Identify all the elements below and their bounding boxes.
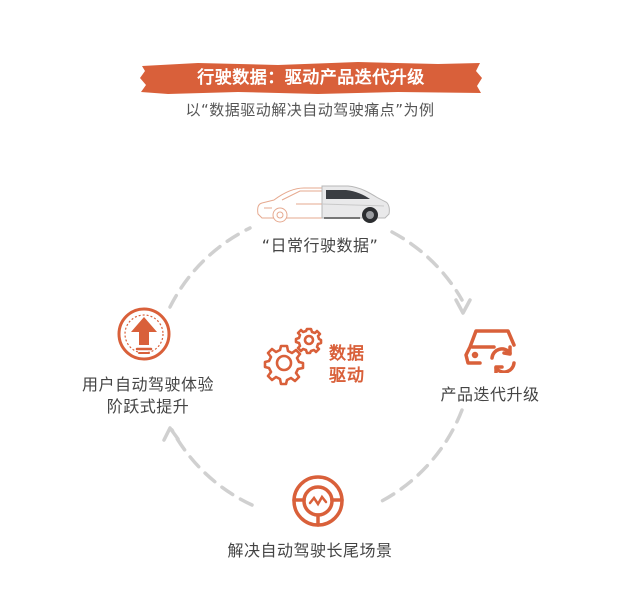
arc-top-right <box>390 230 464 302</box>
brush-stroke-background <box>140 62 482 94</box>
arc-left-top <box>168 226 252 309</box>
arrow-head-right <box>454 298 472 315</box>
center-label: 数据 驱动 <box>329 343 365 387</box>
label-user-experience-line1: 用户自动驾驶体验 <box>81 375 214 394</box>
arrow-head-left <box>162 426 180 442</box>
gears-icon <box>262 325 324 387</box>
arc-bottom-left <box>170 428 254 507</box>
center-label-line1: 数据 <box>329 344 365 364</box>
car-sketch-photo-icon <box>252 178 392 226</box>
label-user-experience-line2: 阶跃式提升 <box>106 397 190 416</box>
label-daily-driving-data: “日常行驶数据” <box>261 236 379 255</box>
title-banner: 行驶数据：驱动产品迭代升级 <box>138 61 484 95</box>
center-label-line2: 驱动 <box>329 366 365 386</box>
upgrade-arrow-icon <box>117 307 171 361</box>
page-subtitle: 以“数据驱动解决自动驾驶痛点”为例 <box>185 101 435 119</box>
steering-wheel-icon <box>291 474 345 528</box>
label-product-iteration: 产品迭代升级 <box>440 385 540 404</box>
arc-right-bottom <box>376 408 464 505</box>
page-title: 行驶数据：驱动产品迭代升级 <box>197 68 425 88</box>
label-long-tail-scenarios: 解决自动驾驶长尾场景 <box>227 541 393 560</box>
car-refresh-icon <box>462 325 524 375</box>
